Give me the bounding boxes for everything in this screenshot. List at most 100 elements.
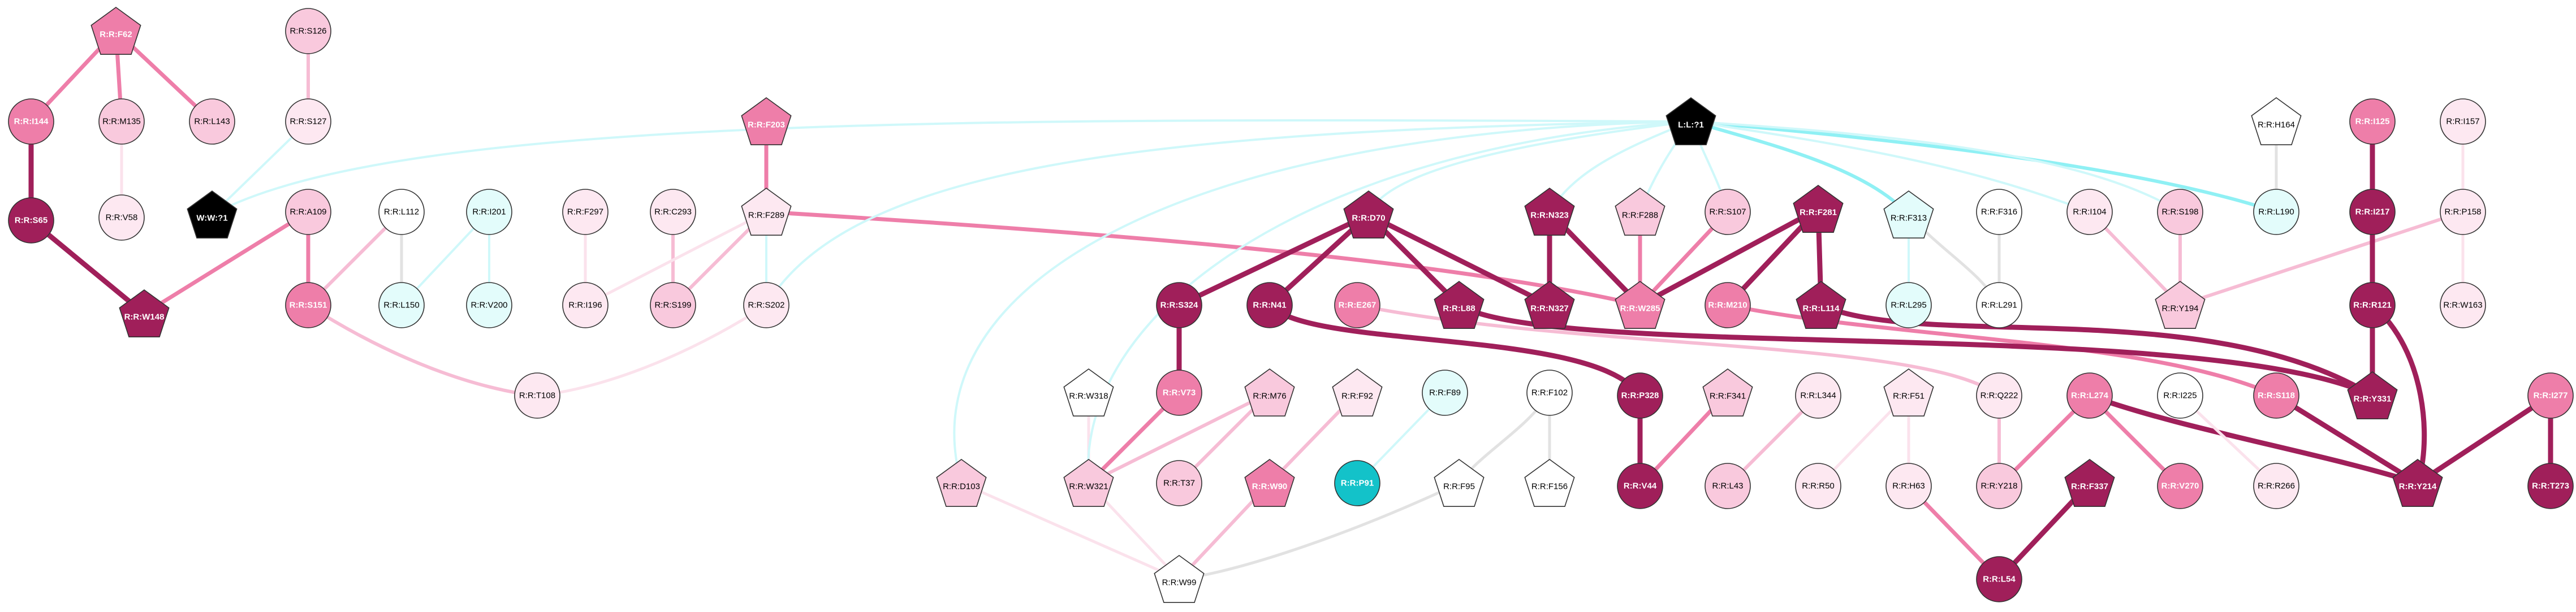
node-w321[interactable]: R:R:W321 [1063, 459, 1114, 507]
node-f203[interactable]: R:R:F203 [741, 97, 792, 146]
edge-s118-y214 [2273, 393, 2420, 486]
node-w99[interactable]: R:R:W99 [1154, 555, 1205, 603]
node-n323[interactable]: R:R:N323 [1524, 188, 1575, 236]
node-v200[interactable]: R:R:V200 [466, 282, 512, 328]
node-label: R:R:V44 [1624, 481, 1657, 491]
node-s199[interactable]: R:R:S199 [650, 282, 696, 328]
node-v73[interactable]: R:R:V73 [1156, 370, 1202, 416]
circle-node-shape [2440, 189, 2486, 235]
node-s126[interactable]: R:R:S126 [285, 8, 331, 54]
node-q222[interactable]: R:R:Q222 [1976, 372, 2022, 419]
node-s324[interactable]: R:R:S324 [1156, 282, 1202, 328]
node-l190[interactable]: R:R:L190 [2253, 189, 2299, 235]
node-n327[interactable]: R:R:N327 [1524, 281, 1575, 329]
node-y214[interactable]: R:R:Y214 [2392, 459, 2443, 507]
node-l112[interactable]: R:R:L112 [378, 189, 425, 235]
node-n41[interactable]: R:R:N41 [1246, 282, 1293, 328]
node-a109[interactable]: R:R:A109 [285, 189, 331, 235]
node-w90[interactable]: R:R:W90 [1244, 459, 1295, 507]
node-i144[interactable]: R:R:I144 [8, 98, 54, 145]
node-w71[interactable]: W:W:?1 [187, 190, 238, 239]
node-r50[interactable]: R:R:R50 [1795, 463, 1841, 509]
node-v44[interactable]: R:R:V44 [1617, 463, 1663, 509]
node-w285[interactable]: R:R:W285 [1615, 281, 1665, 329]
node-p158[interactable]: R:R:P158 [2440, 189, 2486, 235]
node-m210[interactable]: R:R:M210 [1705, 282, 1751, 328]
node-s127[interactable]: R:R:S127 [285, 98, 331, 145]
node-w318[interactable]: R:R:W318 [1063, 368, 1114, 417]
node-s118[interactable]: R:R:S118 [2253, 372, 2299, 419]
node-e267[interactable]: R:R:E267 [1334, 282, 1380, 328]
node-f288[interactable]: R:R:F288 [1615, 188, 1665, 236]
node-s107[interactable]: R:R:S107 [1705, 189, 1751, 235]
node-l114[interactable]: R:R:L114 [1796, 281, 1846, 329]
node-l54[interactable]: R:R:L54 [1976, 556, 2022, 602]
node-i201[interactable]: R:R:I201 [466, 189, 512, 235]
node-f289[interactable]: R:R:F289 [741, 188, 792, 236]
node-l291[interactable]: R:R:L291 [1976, 282, 2022, 328]
node-f89[interactable]: R:R:F89 [1422, 370, 1468, 416]
node-s198[interactable]: R:R:S198 [2157, 189, 2203, 235]
node-r121[interactable]: R:R:R121 [2349, 282, 2396, 328]
node-h164[interactable]: R:R:H164 [2251, 97, 2302, 146]
node-i125[interactable]: R:R:I125 [2349, 98, 2396, 145]
node-l43[interactable]: R:R:L43 [1705, 463, 1751, 509]
node-y194[interactable]: R:R:Y194 [2155, 281, 2206, 329]
node-f62[interactable]: R:R:F62 [90, 7, 141, 55]
node-m76[interactable]: R:R:M76 [1244, 368, 1295, 417]
node-i196[interactable]: R:R:I196 [562, 282, 609, 328]
node-f341[interactable]: R:R:F341 [1702, 368, 1753, 417]
node-f92[interactable]: R:R:F92 [1332, 368, 1383, 417]
node-label: R:R:F203 [748, 120, 785, 130]
node-label: R:R:L291 [1981, 301, 2017, 310]
node-f156[interactable]: R:R:F156 [1524, 459, 1575, 507]
node-t108[interactable]: R:R:T108 [514, 372, 560, 419]
node-p328[interactable]: R:R:P328 [1617, 372, 1663, 419]
node-s65[interactable]: R:R:S65 [8, 197, 54, 244]
node-f102[interactable]: R:R:F102 [1526, 370, 1573, 416]
pentagon-node-shape [1524, 281, 1575, 329]
node-d70[interactable]: R:R:D70 [1343, 190, 1394, 239]
node-l295[interactable]: R:R:L295 [1885, 282, 1932, 328]
circle-node-shape [1976, 372, 2022, 419]
node-d103[interactable]: R:R:D103 [936, 459, 987, 507]
node-t273[interactable]: R:R:T273 [2527, 463, 2574, 509]
node-v58[interactable]: R:R:V58 [98, 194, 145, 241]
node-f51[interactable]: R:R:F51 [1883, 368, 1934, 417]
node-f316[interactable]: R:R:F316 [1976, 189, 2022, 235]
pentagon-node-shape [1343, 190, 1394, 239]
node-p91[interactable]: R:R:P91 [1334, 460, 1380, 506]
node-c293[interactable]: R:R:C293 [650, 189, 696, 235]
node-label: R:R:L43 [1712, 481, 1743, 491]
node-l88[interactable]: R:R:L88 [1434, 281, 1485, 329]
node-i217[interactable]: R:R:I217 [2349, 189, 2396, 235]
node-m135[interactable]: R:R:M135 [98, 98, 145, 145]
node-f313[interactable]: R:R:F313 [1883, 190, 1934, 239]
node-h63[interactable]: R:R:H63 [1885, 463, 1932, 509]
node-f337[interactable]: R:R:F337 [2064, 459, 2115, 507]
node-s202[interactable]: R:R:S202 [743, 282, 789, 328]
circle-node-shape [1334, 282, 1380, 328]
node-y331[interactable]: R:R:Y331 [2347, 371, 2398, 420]
node-r266[interactable]: R:R:R266 [2253, 463, 2299, 509]
node-i104[interactable]: R:R:I104 [2066, 189, 2113, 235]
node-y218[interactable]: R:R:Y218 [1976, 463, 2022, 509]
node-f297[interactable]: R:R:F297 [562, 189, 609, 235]
node-v270[interactable]: R:R:V270 [2157, 463, 2203, 509]
node-l274[interactable]: R:R:L274 [2066, 372, 2113, 419]
node-w163[interactable]: R:R:W163 [2440, 282, 2486, 328]
node-l143[interactable]: R:R:L143 [189, 98, 235, 145]
edge-d103-w99 [960, 481, 1181, 581]
node-t37[interactable]: R:R:T37 [1156, 460, 1202, 506]
node-i277[interactable]: R:R:I277 [2527, 372, 2574, 419]
node-i225[interactable]: R:R:I225 [2157, 372, 2203, 419]
node-l344[interactable]: R:R:L344 [1795, 372, 1841, 419]
node-w148[interactable]: R:R:W148 [119, 289, 170, 338]
pentagon-node-shape [2392, 459, 2443, 507]
node-i157[interactable]: R:R:I157 [2440, 98, 2486, 145]
node-f281[interactable]: R:R:F281 [1793, 185, 1844, 233]
node-s151[interactable]: R:R:S151 [285, 282, 331, 328]
node-ll71[interactable]: L:L:?1 [1665, 97, 1716, 146]
node-f95[interactable]: R:R:F95 [1434, 459, 1485, 507]
node-l150[interactable]: R:R:L150 [378, 282, 425, 328]
